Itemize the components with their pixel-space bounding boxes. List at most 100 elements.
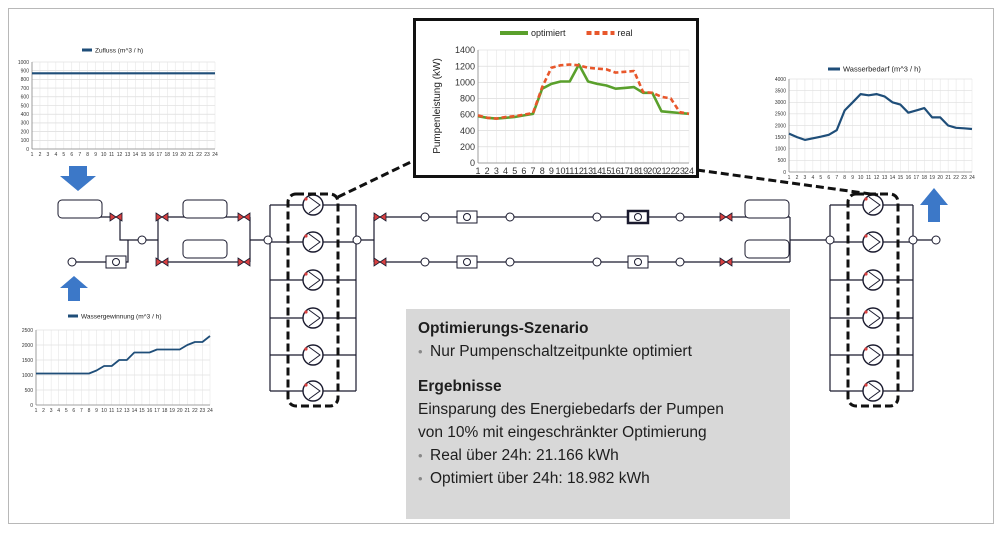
y-tick-label: 2000 <box>22 343 33 349</box>
control-valve-icon <box>634 213 642 221</box>
x-tick-label: 1 <box>788 175 791 180</box>
tank-icon <box>744 199 790 219</box>
pump-status-dot <box>304 310 308 314</box>
legend-label: real <box>618 28 633 38</box>
legend-label: Zufluss (m^3 / h) <box>95 47 143 54</box>
x-tick-label: 8 <box>843 175 846 180</box>
y-tick-label: 2500 <box>22 328 33 334</box>
y-tick-label: 400 <box>21 112 30 118</box>
tank-icon <box>744 239 790 259</box>
pump-icon <box>302 344 324 366</box>
x-tick-label: 6 <box>827 175 830 180</box>
y-tick-label: 3500 <box>775 88 786 94</box>
x-tick-label: 13 <box>124 408 130 414</box>
tanks <box>57 199 790 259</box>
x-tick-label: 1 <box>35 408 38 414</box>
zoom-connector <box>696 168 879 197</box>
scenario-bullet-text: Nur Pumpenschaltzeitpunkte optimiert <box>430 343 692 360</box>
x-tick-label: 23 <box>204 152 210 158</box>
y-tick-label: 2500 <box>775 112 786 118</box>
x-tick-label: 6 <box>72 408 75 414</box>
junction-icon <box>908 235 918 245</box>
x-tick-label: 5 <box>65 408 68 414</box>
x-tick-label: 6 <box>70 152 73 158</box>
junction-icon <box>505 212 515 222</box>
arrow-up-icon <box>60 276 88 301</box>
pump-status-dot <box>864 383 868 387</box>
series-line-2 <box>477 63 690 120</box>
junction-icon <box>505 257 515 267</box>
x-tick-label: 4 <box>57 408 60 414</box>
series-line-1 <box>477 63 690 120</box>
y-tick-label: 500 <box>21 103 30 109</box>
pump-status-dot <box>864 310 868 314</box>
pipe <box>80 216 158 241</box>
control-valve-icon <box>112 258 120 266</box>
x-tick-label: 19 <box>172 152 178 158</box>
x-tick-label: 16 <box>147 408 153 414</box>
valve-icon <box>109 212 123 222</box>
valve-icon <box>237 257 251 267</box>
x-tick-label: 19 <box>169 408 175 414</box>
x-tick-label: 7 <box>531 166 536 175</box>
junction-icon <box>67 257 77 267</box>
x-tick-label: 24 <box>684 166 694 175</box>
x-tick-label: 17 <box>157 152 163 158</box>
valve-icon <box>719 212 733 222</box>
x-tick-label: 3 <box>494 166 499 175</box>
junction-icon <box>675 257 685 267</box>
y-tick-label: 1000 <box>455 77 475 87</box>
y-tick-label: 0 <box>783 170 786 176</box>
x-tick-label: 20 <box>177 408 183 414</box>
x-tick-label: 18 <box>162 408 168 414</box>
junction-icon <box>420 257 430 267</box>
x-tick-label: 21 <box>656 166 666 175</box>
y-tick-label: 300 <box>21 121 30 127</box>
pipe <box>374 216 790 263</box>
pump-icon <box>302 380 324 402</box>
y-tick-label: 200 <box>460 142 475 152</box>
pump-impeller <box>868 346 881 364</box>
junction-icon <box>592 257 602 267</box>
pump-impeller <box>308 346 321 364</box>
y-tick-label: 0 <box>30 403 33 409</box>
pump-status-dot <box>304 383 308 387</box>
pump-icon <box>862 269 884 291</box>
y-axis-label: Pumpenleistung (kW) <box>432 58 443 154</box>
x-tick-label: 4 <box>811 175 814 180</box>
x-tick-label: 24 <box>212 152 218 158</box>
junction-icon <box>825 235 835 245</box>
tank-icon <box>182 239 228 259</box>
x-tick-label: 2 <box>796 175 799 180</box>
y-tick-label: 2000 <box>775 123 786 129</box>
y-tick-label: 1200 <box>455 61 475 71</box>
pump-impeller <box>308 382 321 400</box>
bullet-icon: • <box>418 344 423 359</box>
x-tick-label: 13 <box>583 166 593 175</box>
x-tick-label: 2 <box>485 166 490 175</box>
x-tick-label: 19 <box>638 166 648 175</box>
y-tick-label: 1500 <box>775 135 786 141</box>
x-tick-label: 22 <box>666 166 676 175</box>
valve-icon <box>155 212 169 222</box>
pipe <box>789 217 830 262</box>
x-tick-label: 18 <box>629 166 639 175</box>
legend-label: Wassergewinnung (m^3 / h) <box>81 313 161 320</box>
right-pump-station-highlight <box>846 192 900 408</box>
x-tick-label: 16 <box>906 175 912 180</box>
x-tick-label: 8 <box>540 166 545 175</box>
x-tick-label: 9 <box>851 175 854 180</box>
pump-status-dot <box>304 197 308 201</box>
x-tick-label: 15 <box>141 152 147 158</box>
x-tick-label: 24 <box>207 408 213 414</box>
y-tick-label: 3000 <box>775 100 786 106</box>
y-tick-label: 500 <box>778 158 787 164</box>
y-tick-label: 200 <box>21 129 30 135</box>
x-tick-label: 14 <box>132 408 138 414</box>
y-tick-label: 4000 <box>775 77 786 83</box>
